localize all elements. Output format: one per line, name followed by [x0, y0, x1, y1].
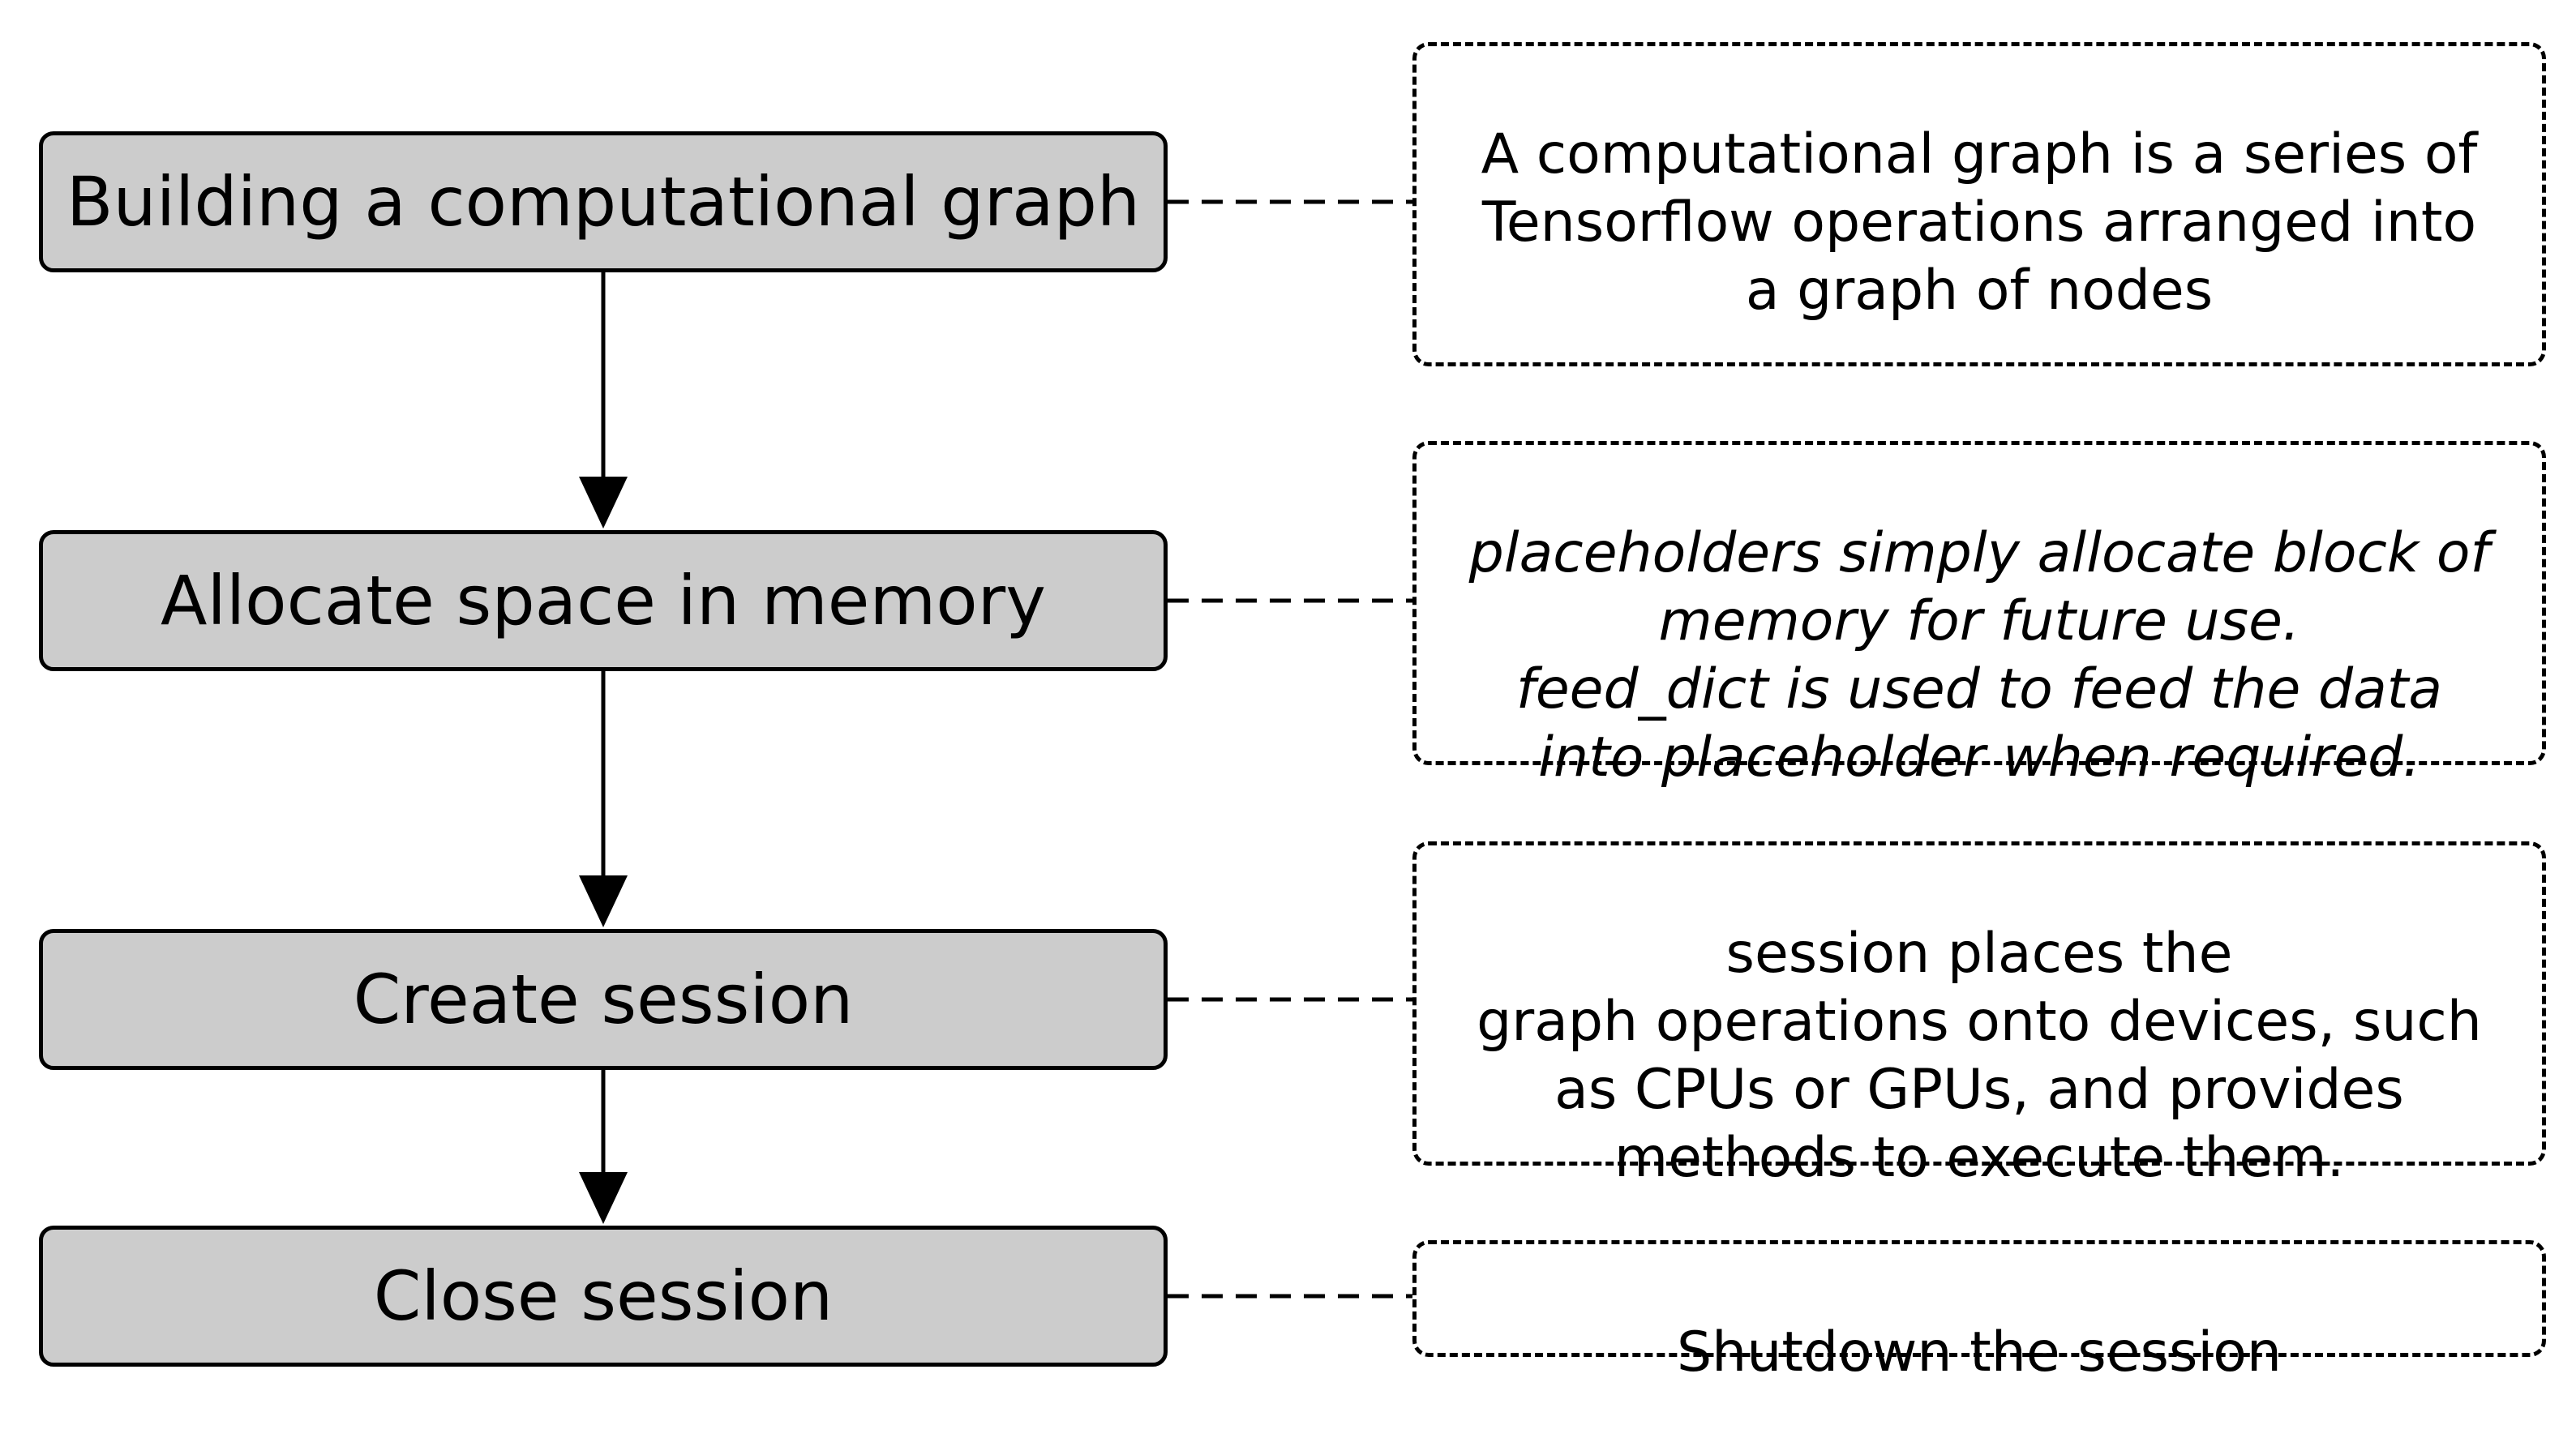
note-text: Shutdown the session [1676, 1320, 2282, 1384]
step-label: Allocate space in memory [161, 561, 1046, 640]
step-close-session: Close session [39, 1226, 1168, 1367]
note-text: session places the graph operations onto… [1477, 922, 2482, 1190]
note-session: session places the graph operations onto… [1412, 841, 2546, 1190]
flow-arrow-2 [579, 671, 628, 927]
note-shutdown: Shutdown the session [1412, 1240, 2546, 1384]
note-text: A computational graph is a series of Ten… [1481, 122, 2478, 323]
tensorflow-workflow-diagram: Building a computational graph Allocate … [39, 42, 2546, 1384]
step-allocate-memory: Allocate space in memory [39, 530, 1168, 671]
step-create-session: Create session [39, 929, 1168, 1070]
step-label: Close session [373, 1256, 834, 1336]
step-label: Create session [353, 960, 854, 1039]
flow-arrow-3 [579, 1070, 628, 1224]
connector-layer [579, 199, 1412, 1299]
note-text: placeholders simply allocate block of me… [1468, 521, 2490, 790]
note-computational-graph: A computational graph is a series of Ten… [1412, 42, 2546, 366]
step-building-graph: Building a computational graph [39, 131, 1168, 272]
note-placeholders: placeholders simply allocate block of me… [1412, 441, 2546, 790]
flow-arrow-1 [579, 272, 628, 529]
step-label: Building a computational graph [66, 162, 1141, 242]
